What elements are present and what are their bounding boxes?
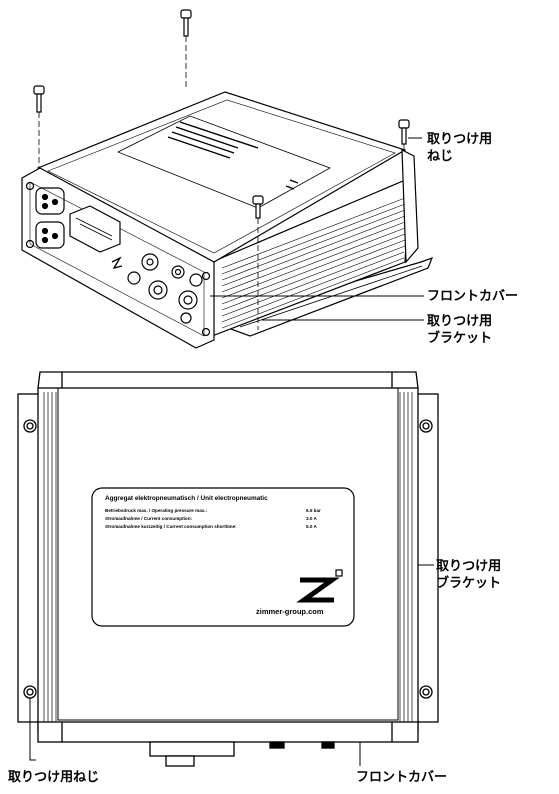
screw-axis-lines	[38, 36, 405, 330]
top-label-plate	[117, 115, 331, 209]
nameplate	[91, 487, 355, 627]
nameplate-row-1-label: Betriebsdruck max. / Operating pressure …	[105, 508, 208, 513]
cooling-fins	[221, 197, 406, 329]
nameplate-row-3-label: Stromaufnahme kurzzeitig / Current consu…	[105, 524, 237, 529]
top-leader-lines	[210, 137, 424, 321]
callout-bracket-top-line1: 取りつけ用	[427, 314, 492, 329]
isometric-unit-view	[21, 91, 434, 349]
bottom-leader-lines	[29, 564, 434, 766]
callout-mount-screw-top-line2: ねじ	[427, 149, 453, 164]
callout-bracket-top-line2: ブラケット	[427, 330, 492, 346]
front-end-cap	[21, 167, 215, 349]
nameplate-row-3-value: 5.0 A	[306, 524, 317, 529]
nameplate-row-2-label: Stromaufnahme / Current consumption:	[105, 516, 193, 521]
front-cover-strip	[37, 721, 419, 743]
rear-end-cap	[401, 149, 419, 264]
nameplate-website: zimmer-group.com	[256, 607, 324, 616]
top-down-unit-view	[17, 371, 439, 767]
callout-mount-screw-top-line1: 取りつけ用	[427, 132, 492, 147]
callout-mount-screw-bottom: 取りつけ用ねじ	[8, 770, 99, 785]
front-connector	[69, 205, 121, 253]
front-port-block-left	[35, 187, 65, 249]
nameplate-row-2-value: 3.0 A	[306, 516, 317, 521]
callout-bracket-right-line1: 取りつけ用	[436, 559, 501, 574]
nameplate-row-1-value: 6.5 bar	[306, 508, 321, 513]
callout-front-cover-bottom: フロントカバー	[356, 770, 447, 785]
unit-body-outline	[37, 387, 419, 731]
callout-front-cover-top: フロントカバー	[427, 289, 518, 304]
pneumatic-fittings	[127, 253, 203, 324]
zimmer-z-logo	[296, 577, 340, 603]
callout-bracket-right-line2: ブラケット	[436, 575, 501, 591]
nameplate-heading: Aggregat elektropneumatisch / Unit elect…	[105, 495, 268, 502]
